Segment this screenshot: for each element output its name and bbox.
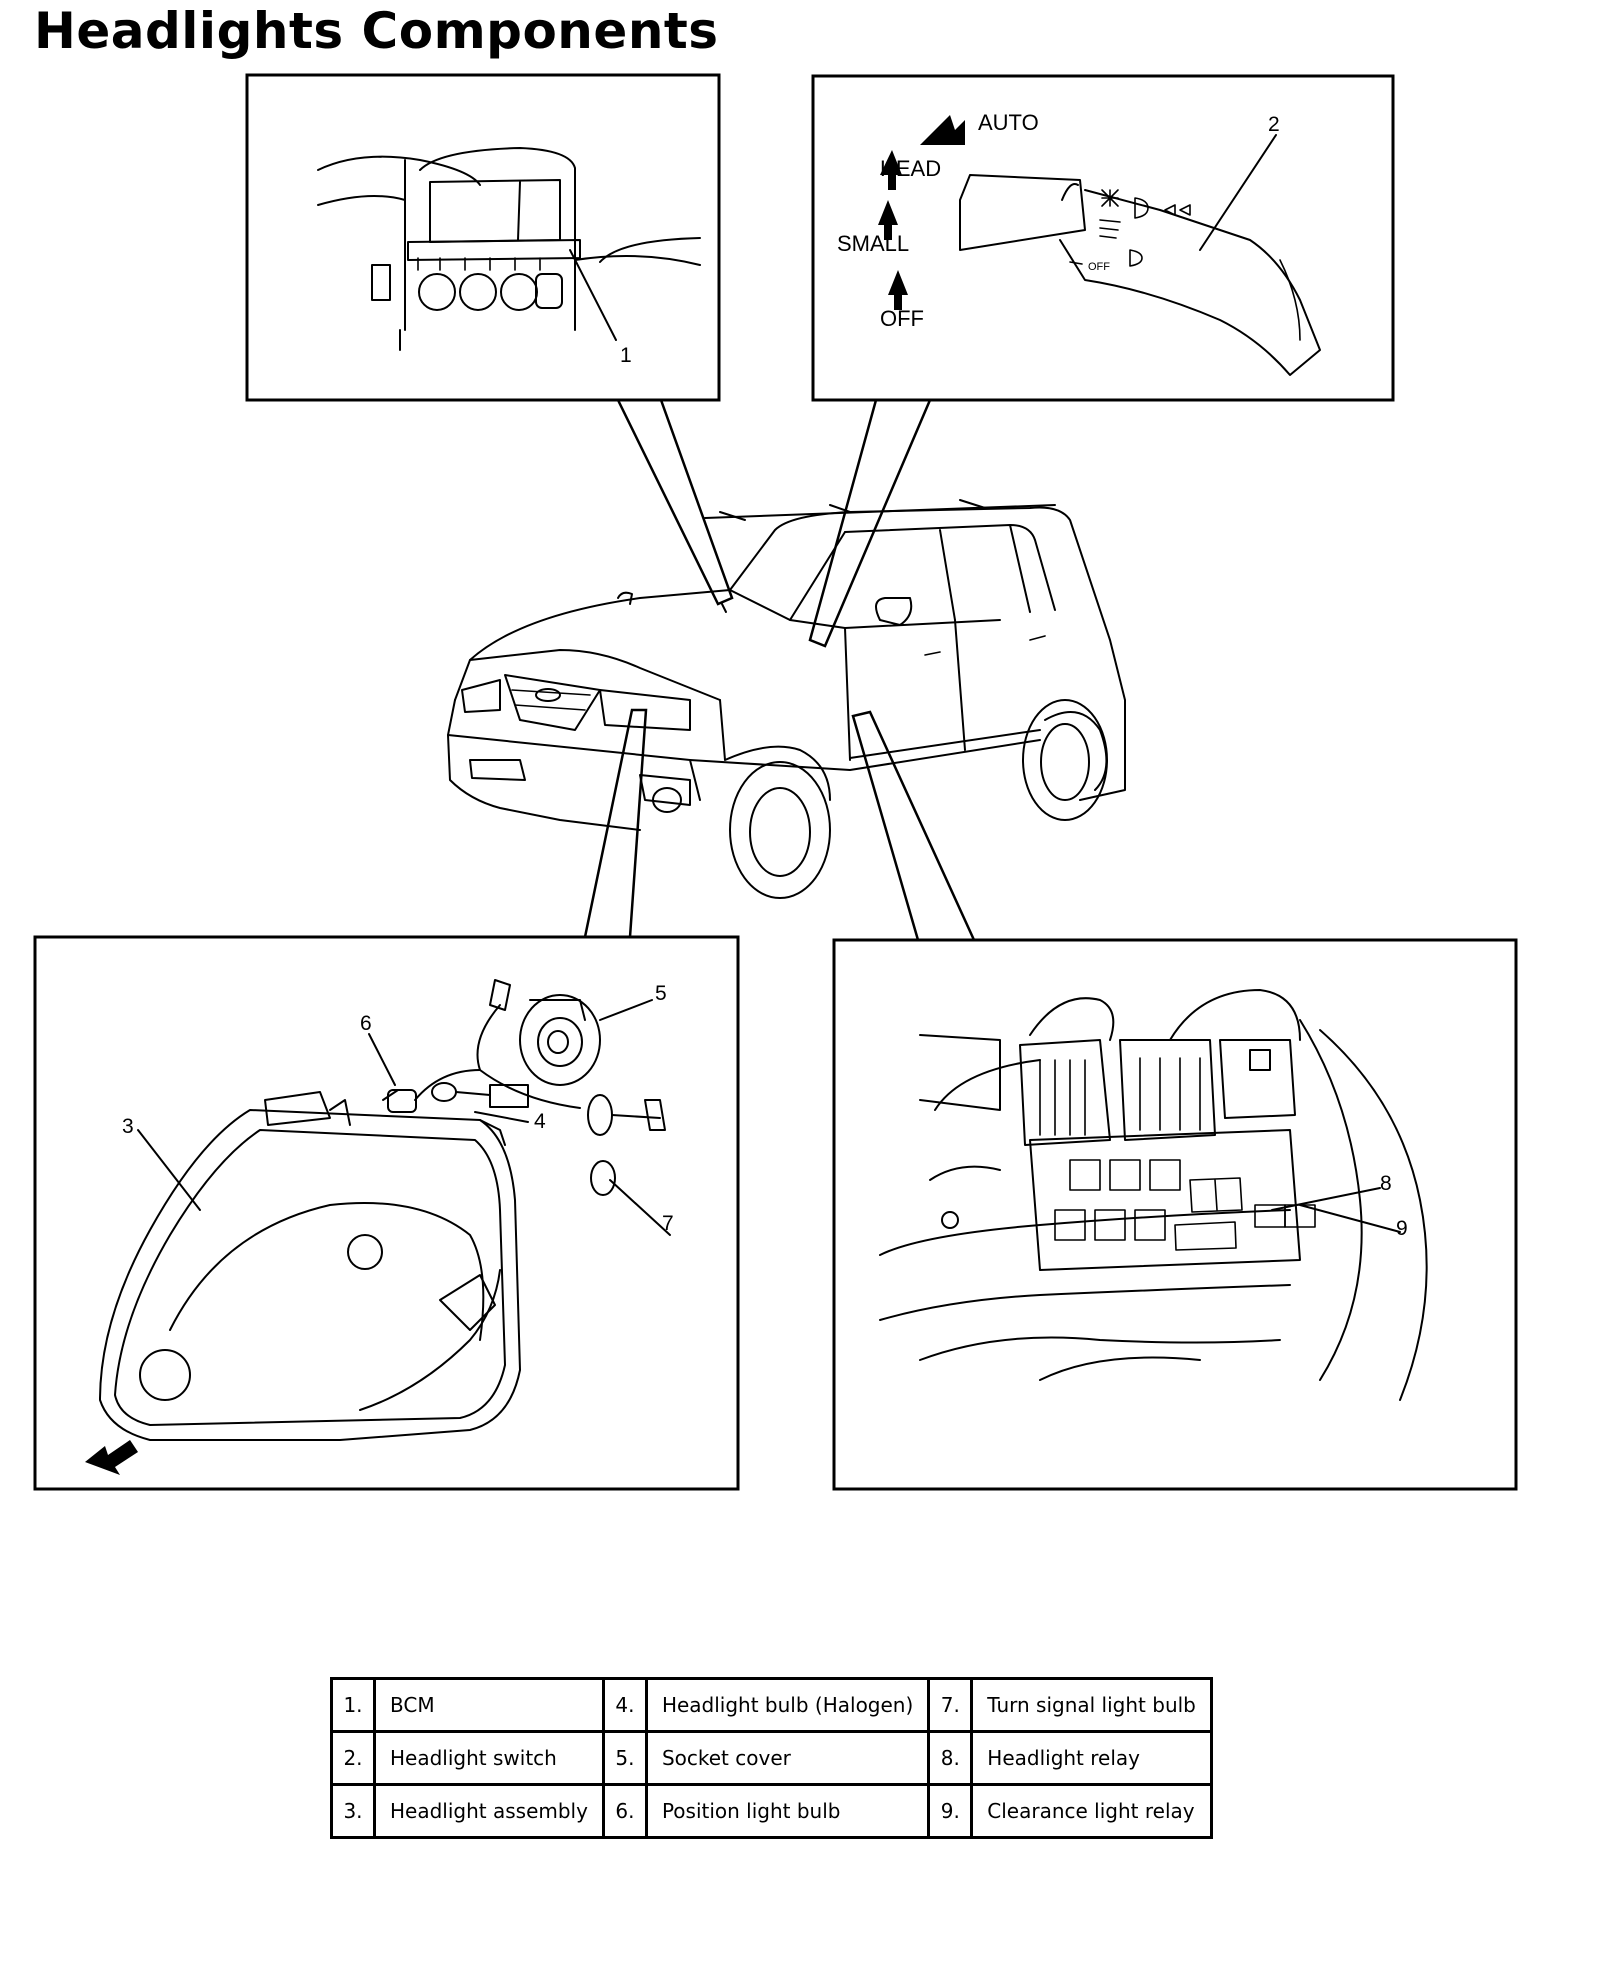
arrow-up-right-icon [920, 115, 965, 145]
leader-bcm [615, 398, 734, 606]
callout-4: 4 [534, 1110, 546, 1133]
legend-number: 2. [330, 1730, 376, 1786]
arrow-up-icon [888, 270, 908, 310]
legend-number: 8. [927, 1730, 974, 1786]
headlight-icon [1134, 197, 1149, 219]
legend-label: Headlight assembly [373, 1783, 605, 1839]
legend-number: 1. [330, 1677, 376, 1733]
switch-head-label: HEAD [880, 156, 941, 181]
low-beam-icon [1099, 219, 1121, 239]
legend-number: 9. [927, 1783, 974, 1839]
parking-light-icon [1101, 189, 1119, 207]
callout-5: 5 [655, 982, 667, 1005]
legend-number: 6. [601, 1783, 648, 1839]
legend-row: 2. Headlight switch 5. Socket cover 8. H… [330, 1730, 1213, 1786]
callout-1: 1 [620, 344, 632, 367]
legend-label: Headlight bulb (Halogen) [644, 1677, 931, 1733]
legend-label: Position light bulb [644, 1783, 931, 1839]
legend-number: 5. [601, 1730, 648, 1786]
panel-headlight: 3 4 5 6 7 [33, 935, 740, 1491]
arrow-up-icon [878, 200, 898, 240]
forward-arrow-icon [85, 1440, 138, 1475]
legend-label: Socket cover [644, 1730, 931, 1786]
panel-switch: AUTO HEAD SMALL OFF OFF 2 [811, 74, 1395, 402]
legend-label: Headlight switch [373, 1730, 605, 1786]
leader-relay [851, 710, 976, 942]
stalk-off-label: OFF [1088, 261, 1110, 273]
legend-row: 3. Headlight assembly 6. Position light … [330, 1783, 1213, 1839]
switch-auto-label: AUTO [978, 110, 1039, 135]
legend-row: 1. BCM 4. Headlight bulb (Halogen) 7. Tu… [330, 1677, 1213, 1733]
legend-table: 1. BCM 4. Headlight bulb (Halogen) 7. Tu… [330, 1677, 1213, 1839]
callout-9: 9 [1396, 1217, 1408, 1240]
callout-2: 2 [1268, 113, 1280, 136]
callout-6: 6 [360, 1012, 372, 1035]
callout-3: 3 [122, 1115, 134, 1138]
switch-small-label: SMALL [837, 231, 909, 256]
legend-label: BCM [373, 1677, 605, 1733]
leader-lines [583, 398, 976, 942]
callout-8: 8 [1380, 1172, 1392, 1195]
callout-7: 7 [662, 1212, 674, 1235]
headlight-icon [1129, 249, 1143, 267]
vehicle-drawing [447, 499, 1126, 899]
legend-label: Headlight relay [970, 1730, 1213, 1786]
arrow-up-icon [880, 150, 902, 190]
panel-bcm: 1 [245, 73, 721, 402]
page-title: Headlights Components [34, 2, 719, 60]
panel-relay-box: 8 9 [832, 938, 1518, 1491]
legend-label: Clearance light relay [970, 1783, 1213, 1839]
legend-number: 4. [601, 1677, 648, 1733]
switch-off-label: OFF [880, 306, 924, 331]
legend-number: 7. [927, 1677, 974, 1733]
turn-signal-icon [1164, 204, 1191, 216]
legend-label: Turn signal light bulb [970, 1677, 1213, 1733]
legend-number: 3. [330, 1783, 376, 1839]
